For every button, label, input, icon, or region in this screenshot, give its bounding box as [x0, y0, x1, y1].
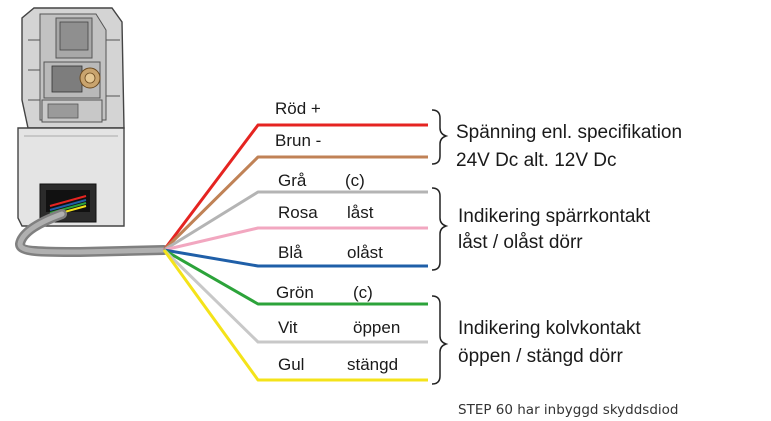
wire-2 — [162, 155, 428, 252]
lock-indication-title: Indikering spärrkontakt — [458, 206, 651, 227]
lock-indication-states: låst / olåst dörr — [458, 232, 583, 253]
wire-state-label-4: låst — [347, 203, 374, 222]
wire-1 — [162, 123, 428, 251]
wire-8 — [162, 249, 428, 382]
wire-label-5: Blå — [278, 243, 303, 262]
wire-4 — [163, 226, 428, 252]
wire-state-label-6: (c) — [353, 283, 373, 302]
wire-label-6: Grön — [276, 283, 314, 302]
wire-label-2: Brun - — [275, 131, 321, 150]
wire-state-label-7: öppen — [353, 318, 400, 337]
bolt-indication-title: Indikering kolvkontakt — [458, 318, 641, 339]
wire-label-4: Rosa — [278, 203, 318, 222]
brace-lock-indication — [431, 187, 449, 271]
wire-6 — [163, 248, 428, 306]
brace-supply — [431, 109, 449, 165]
bolt-indication-states: öppen / stängd dörr — [458, 346, 623, 367]
brace-bolt-indication — [431, 295, 449, 385]
wire-group — [162, 123, 428, 382]
wire-3 — [163, 190, 428, 252]
wire-label-7: Vit — [278, 318, 298, 337]
footnote: STEP 60 har inbyggd skyddsdiod — [458, 402, 678, 418]
wire-state-label-5: olåst — [347, 243, 383, 262]
wire-label-1: Röd + — [275, 99, 321, 118]
wire-state-label-8: stängd — [347, 355, 398, 374]
lock-device-illustration — [17, 7, 125, 227]
wire-5 — [163, 248, 428, 268]
wire-state-label-3: (c) — [345, 171, 365, 190]
wire-label-8: Gul — [278, 355, 304, 374]
supply-voltage: 24V Dc alt. 12V Dc — [456, 150, 617, 171]
wire-7 — [162, 248, 428, 344]
wire-label-3: Grå — [278, 171, 307, 190]
supply-title: Spänning enl. specifikation — [456, 122, 682, 143]
